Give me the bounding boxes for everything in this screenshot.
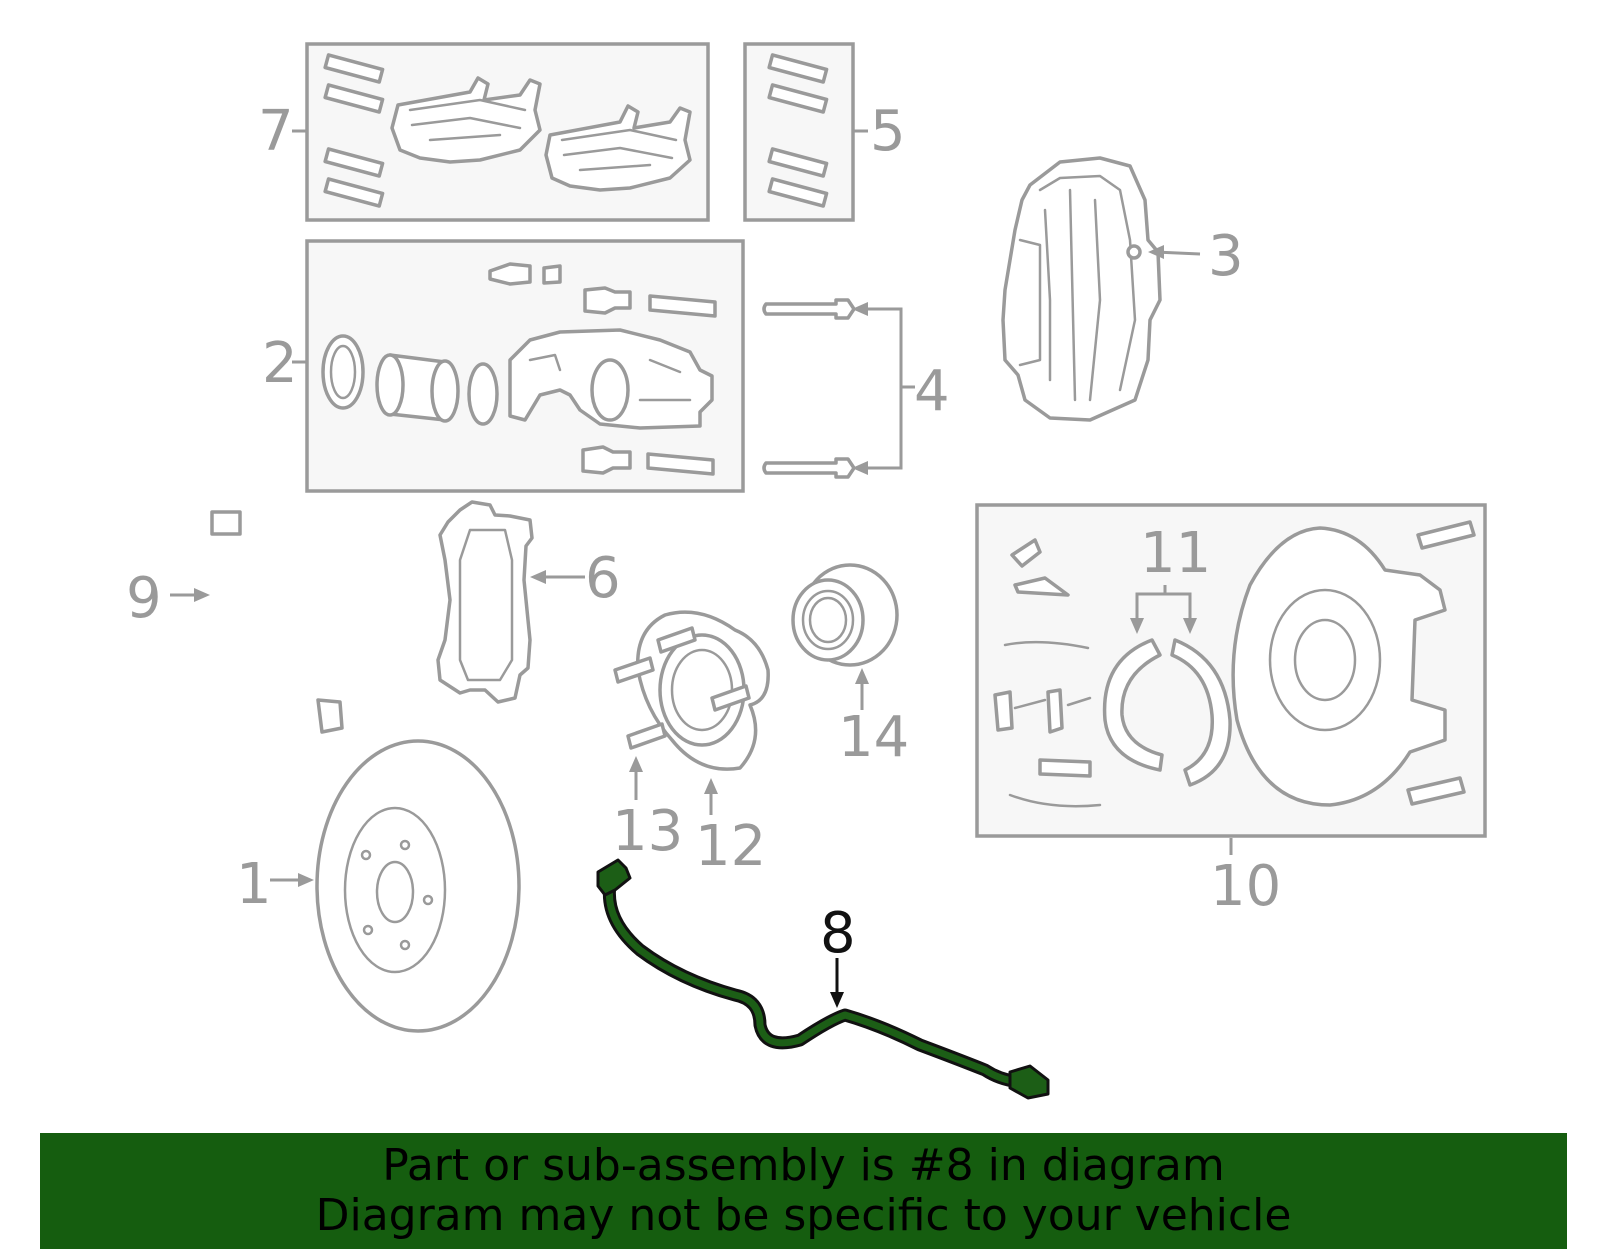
callout-3: 3 (1208, 224, 1244, 289)
part-8-wheel-speed-sensor[interactable] (596, 858, 1050, 1100)
callout-12: 12 (695, 814, 766, 879)
callout-9: 9 (126, 566, 162, 631)
part-1-brake-rotor[interactable] (270, 739, 521, 1033)
part-6-caliper-bracket[interactable] (436, 500, 585, 704)
callout-10: 10 (1210, 854, 1281, 919)
part-9-brake-hose[interactable] (170, 510, 348, 734)
brake-shoe-icon (1102, 638, 1232, 787)
callout-5: 5 (870, 99, 906, 164)
caliper-seal-ring-icon (321, 334, 365, 410)
backing-plate-icon (1231, 520, 1476, 807)
piston-boot-icon (467, 362, 499, 426)
part-4-caliper-bolts[interactable] (762, 298, 915, 479)
part-3-brake-caliper[interactable] (1001, 156, 1201, 422)
callout-14: 14 (838, 705, 909, 770)
pad-shim-icon (323, 53, 385, 208)
callout-13: 13 (612, 799, 683, 864)
part-group-10-parking-brake[interactable] (975, 503, 1487, 855)
brake-pad-icon (390, 76, 692, 192)
part-12-wheel-hub[interactable] (635, 610, 770, 815)
callout-4: 4 (914, 359, 950, 424)
caliper-bracket-icon (508, 328, 714, 430)
callout-6: 6 (585, 546, 621, 611)
callout-7: 7 (258, 99, 294, 164)
part-13-wheel-studs[interactable] (613, 626, 751, 800)
part-group-2-caliper-kit[interactable] (305, 239, 745, 493)
part-group-5-shims[interactable] (743, 42, 855, 222)
callout-1: 1 (236, 852, 272, 917)
shim-icon (767, 53, 829, 208)
caliper-piston-icon (375, 353, 460, 423)
part-14-wheel-bearing[interactable] (791, 563, 899, 710)
callout-labels: 7 5 2 4 3 6 9 11 14 13 12 1 10 8 (126, 99, 1281, 966)
banner-line-2: Diagram may not be specific to your vehi… (315, 1190, 1292, 1241)
part-group-7-brake-pads[interactable] (305, 42, 710, 222)
parking-brake-hardware-icon (993, 538, 1102, 808)
callout-11: 11 (1140, 521, 1211, 586)
info-banner: Part or sub-assembly is #8 in diagram Di… (40, 1133, 1567, 1249)
callout-8: 8 (820, 901, 856, 966)
banner-line-1: Part or sub-assembly is #8 in diagram (382, 1140, 1225, 1191)
callout-2: 2 (262, 331, 298, 396)
guide-pin-icon (488, 262, 717, 476)
